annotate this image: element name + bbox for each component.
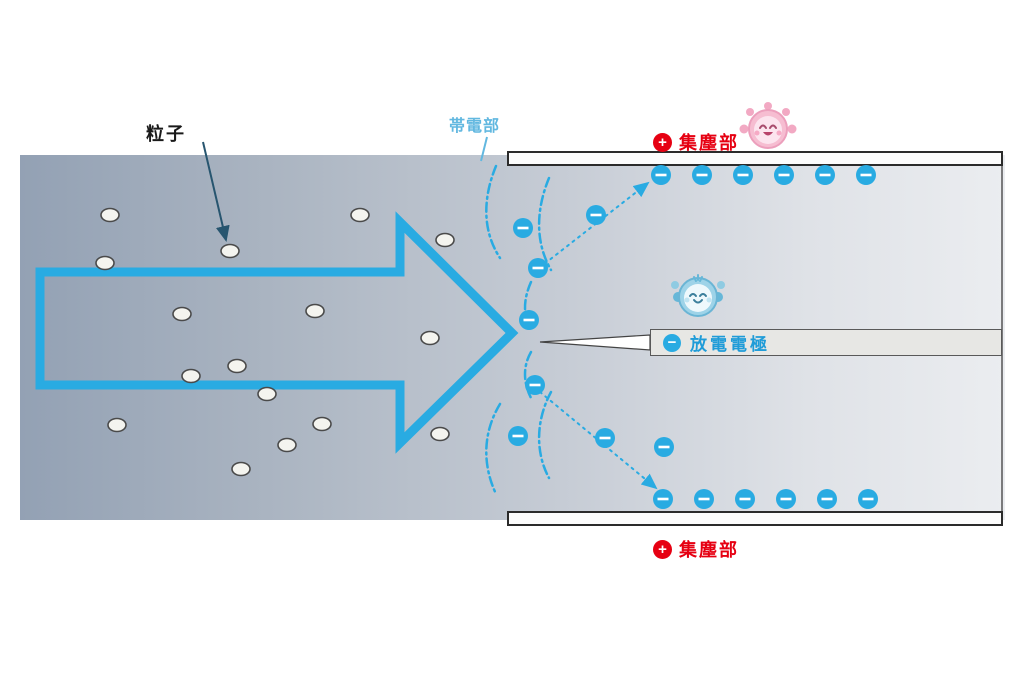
negative-ion [595, 428, 615, 448]
corona-discharge-line [537, 176, 553, 272]
negative-ion [815, 165, 835, 185]
corona-discharge-line [485, 402, 502, 496]
mascot-eye [769, 124, 777, 129]
corona-discharge-line [485, 164, 502, 260]
negative-ion [694, 489, 714, 509]
negative-ion [858, 489, 878, 509]
ion-trajectories [533, 181, 658, 490]
particle [231, 461, 251, 477]
particle [277, 437, 297, 453]
particle [220, 243, 240, 259]
negative-ion [519, 310, 539, 330]
collector-plate-top [507, 151, 1003, 166]
collecting-section-bottom-label: 集塵部 [679, 540, 739, 560]
negative-ion [508, 426, 528, 446]
negative-ion [586, 205, 606, 225]
negative-ion [733, 165, 753, 185]
negative-ions [508, 205, 674, 457]
pink-mascot-character [739, 102, 797, 149]
collecting-section-top: + 集塵部 [653, 129, 739, 155]
collector-plate-bottom [507, 511, 1003, 526]
negative-ion [735, 489, 755, 509]
collected-ions-bottom [653, 489, 878, 509]
charging-section-label: 帯電部 [449, 118, 501, 135]
particle [227, 358, 247, 374]
discharge-electrode-box: − 放電電極 [650, 329, 1002, 356]
collected-ions-top [651, 165, 876, 185]
dust-particles [95, 207, 455, 477]
particle [107, 417, 127, 433]
ion-trajectory-arrow [533, 181, 650, 273]
discharge-electrode-needle [539, 334, 651, 351]
particle [430, 426, 450, 442]
corona-discharge-line [523, 350, 533, 400]
negative-ion [525, 375, 545, 395]
plus-icon: + [653, 132, 672, 152]
negative-ion [651, 165, 671, 185]
collecting-section-top-label: 集塵部 [679, 133, 739, 153]
particle [420, 330, 440, 346]
negative-ion [513, 218, 533, 238]
discharge-electrode-label: 放電電極 [690, 335, 770, 354]
particle [435, 232, 455, 248]
airflow-arrow [35, 211, 519, 454]
negative-ion [654, 437, 674, 457]
particle-leader-line [202, 141, 230, 242]
charging-leader-line [480, 136, 488, 162]
particle-label: 粒子 [146, 124, 186, 144]
mascot-eye [699, 293, 707, 297]
particle [100, 207, 120, 223]
negative-ion [776, 489, 796, 509]
particle [95, 255, 115, 271]
minus-icon: − [663, 333, 681, 352]
negative-ion [653, 489, 673, 509]
negative-ion [528, 258, 548, 278]
negative-ion [817, 489, 837, 509]
particle [350, 207, 370, 223]
mascot-eye [689, 293, 697, 297]
particle [257, 386, 277, 402]
negative-ion [856, 165, 876, 185]
corona-discharge-line [537, 390, 553, 480]
particle [172, 306, 192, 322]
plus-icon: + [653, 539, 672, 559]
blue-mascot-body [671, 274, 725, 317]
collecting-section-bottom: + 集塵部 [653, 536, 739, 562]
negative-ion [774, 165, 794, 185]
blue-mascot-character [671, 274, 725, 317]
negative-ion [692, 165, 712, 185]
ion-trajectory-arrow [539, 391, 658, 490]
particle [312, 416, 332, 432]
mascot-eye [759, 124, 767, 129]
mascot-mouth [693, 299, 703, 304]
particle [181, 368, 201, 384]
particle [305, 303, 325, 319]
pink-mascot-body [739, 102, 797, 149]
mascot-mouth [763, 132, 773, 136]
